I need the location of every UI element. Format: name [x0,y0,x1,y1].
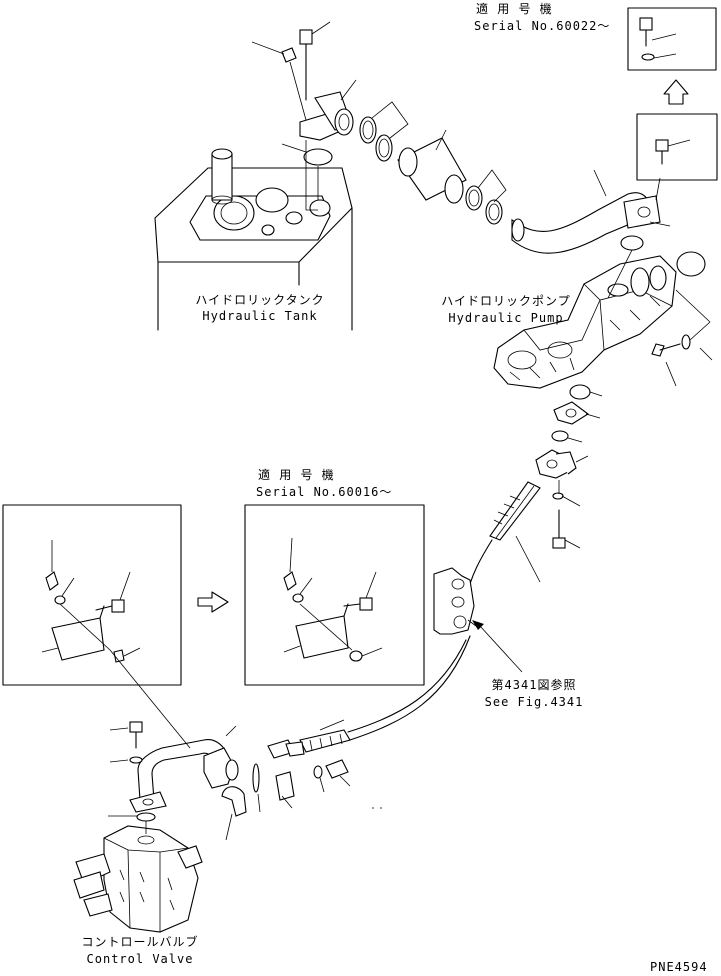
serial-mid-label-en: Serial No.60016～ [256,485,393,499]
up-arrow-icon [663,79,689,105]
pressure-hose [267,481,541,759]
detail-box-middle [244,504,425,686]
valve-tube [109,721,382,841]
serial-mid-label-jp: 適 用 号 機 [258,468,335,482]
hydraulic-tank-label-jp: ハイドロリックタンク [195,293,325,307]
serial-box-top [627,7,718,181]
hydraulic-pump-label-jp: ハイドロリックポンプ [441,294,571,308]
serial-top-label-jp: 適 用 号 機 [476,2,553,16]
control-valve [73,812,203,933]
hydraulic-tank [154,143,353,331]
detail-box-left [2,504,191,749]
right-arrow-icon [197,591,229,613]
gasket-tank [303,148,333,166]
see-fig-label-en: See Fig.4341 [484,695,584,709]
drawing-code: PNE4594 [650,960,708,974]
control-valve-label-jp: コントロールバルブ [81,935,199,949]
serial-top-label-en: Serial No.60022～ [474,19,611,33]
hydraulic-pump-label-en: Hydraulic Pump [448,311,564,325]
control-valve-label-en: Control Valve [86,952,194,966]
suction-tube [511,169,671,254]
suction-hose-group [359,101,507,225]
tank-elbow [251,21,357,211]
see-fig-label-jp: 第4341図参照 [491,678,577,692]
hydraulic-tank-label-en: Hydraulic Tank [202,309,318,323]
pump-discharge-parts [535,384,603,549]
hydraulic-pump [493,235,713,389]
